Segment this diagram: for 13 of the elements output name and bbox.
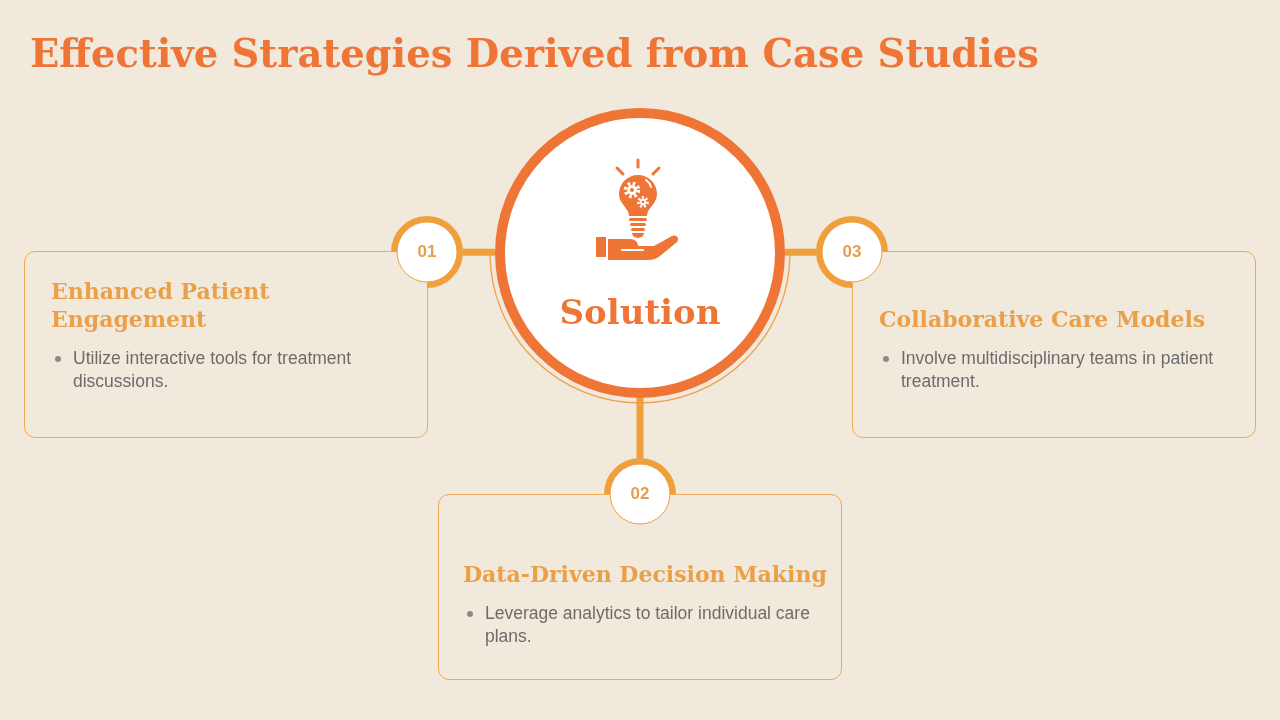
hub-label: Solution	[559, 291, 721, 333]
step-number: 03	[842, 242, 862, 262]
bullet-text: Involve multidisciplinary teams in patient treatment.	[901, 347, 1215, 393]
card-heading: Enhanced Patient Engagement	[51, 277, 271, 333]
bullet-text: Leverage analytics to tailor individual care plans.	[485, 602, 811, 648]
step-number: 02	[630, 484, 650, 504]
number-badge	[816, 216, 888, 288]
number-badge	[391, 216, 463, 288]
step-number: 01	[417, 242, 437, 262]
card-heading: Collaborative Care Models	[879, 305, 1206, 333]
slide-title: Effective Strategies Derived from Case Studies	[30, 31, 1039, 77]
card-heading: Data-Driven Decision Making	[463, 560, 827, 588]
bullet-text: Utilize interactive tools for treatment discussions.	[73, 347, 353, 393]
